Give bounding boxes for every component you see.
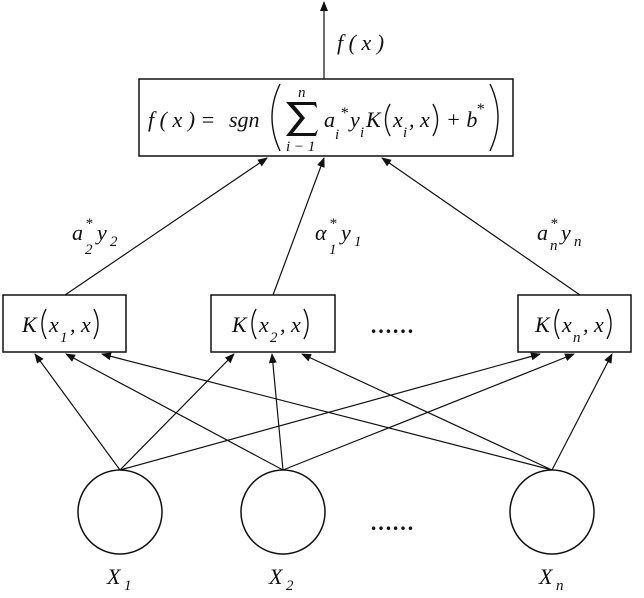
svg-text:K: K [231, 312, 248, 337]
term-x2: , x [409, 107, 430, 132]
svg-text:n: n [550, 238, 558, 254]
paren-icon [41, 308, 47, 340]
term-a: a [324, 107, 335, 132]
svg-text:*: * [550, 216, 558, 232]
input-ellipsis: …… [370, 510, 414, 535]
output-label: f ( x ) [337, 30, 384, 55]
paren-icon [554, 308, 560, 340]
decision-lhs: f ( x ) = [148, 107, 215, 132]
decision-function-box: f ( x ) = sgn n i − 1 a i * y i K x i , … [138, 78, 514, 157]
paren-icon [303, 308, 309, 340]
paren-icon [606, 308, 612, 340]
svg-text:x: x [561, 312, 572, 337]
svg-text:x: x [258, 312, 269, 337]
svg-text:y: y [95, 220, 107, 245]
svg-text:1: 1 [354, 234, 362, 250]
kernel-box-1: K x 1 , x [2, 294, 127, 353]
paren-icon [93, 308, 99, 340]
svg-text:1: 1 [124, 578, 132, 594]
sum-lower: i − 1 [286, 139, 315, 155]
svg-text:K: K [21, 312, 38, 337]
term-a-sup: * [340, 105, 348, 122]
svg-text:, x: , x [280, 312, 301, 337]
svg-text:, x: , x [583, 312, 604, 337]
sum-upper: n [298, 85, 306, 101]
svg-text:X: X [106, 564, 122, 589]
svg-text:K: K [534, 312, 551, 337]
edge-kernel1-to-output [64, 157, 268, 296]
svg-text:a: a [537, 220, 548, 245]
kernel-box-3: K x n , x [517, 294, 632, 353]
input-node-2 [240, 469, 326, 555]
svg-text:2: 2 [286, 578, 294, 594]
svg-text:n: n [556, 578, 564, 594]
edge-kernel3-to-output [381, 157, 581, 296]
k-open-paren-icon [384, 103, 391, 137]
svg-text:n: n [573, 330, 581, 346]
svg-text:*: * [329, 216, 337, 232]
input-label-3: X n [538, 564, 564, 594]
svg-text:X: X [538, 564, 554, 589]
svg-text:1: 1 [60, 330, 68, 346]
left-paren-icon [271, 83, 281, 152]
svg-text:2: 2 [85, 242, 93, 258]
svg-text:X: X [268, 564, 284, 589]
weight-label-3: a * n y n [537, 216, 582, 254]
weight-label-2: α * 1 y 1 [315, 216, 362, 258]
svg-text:, x: , x [70, 312, 91, 337]
svg-text:2: 2 [270, 330, 278, 346]
right-paren-icon [489, 83, 499, 152]
input-node-3 [509, 469, 595, 555]
svg-text:*: * [85, 216, 93, 232]
term-x: x [392, 107, 403, 132]
kernel-ellipsis: …… [370, 313, 414, 338]
svg-text:y: y [339, 220, 351, 245]
svg-text:a: a [72, 220, 83, 245]
b-sup: * [476, 101, 484, 118]
edge-kernel2-to-output [272, 157, 325, 296]
term-y: y [348, 107, 360, 132]
plus-b: + b [446, 107, 477, 132]
input-node-1 [77, 469, 163, 555]
kernel-box-2: K x 2 , x [210, 294, 336, 353]
svg-text:n: n [574, 234, 582, 250]
input-label-2: X 2 [268, 564, 294, 594]
svg-text:y: y [559, 220, 571, 245]
weight-label-1: a * 2 y 2 [72, 216, 118, 258]
term-y-sub: i [360, 125, 364, 141]
input-edges [34, 352, 613, 471]
sum-symbol-icon [286, 102, 318, 136]
svg-text:x: x [48, 312, 59, 337]
sgn-text: sgn [229, 107, 260, 132]
paren-icon [251, 308, 257, 340]
svg-text:α: α [315, 220, 327, 245]
input-label-1: X 1 [106, 564, 132, 594]
svg-text:2: 2 [110, 234, 118, 250]
svg-text:1: 1 [329, 242, 337, 258]
term-k: K [365, 107, 382, 132]
term-x-sub: i [403, 125, 407, 141]
term-a-sub: i [335, 127, 339, 143]
k-close-paren-icon [432, 103, 439, 137]
